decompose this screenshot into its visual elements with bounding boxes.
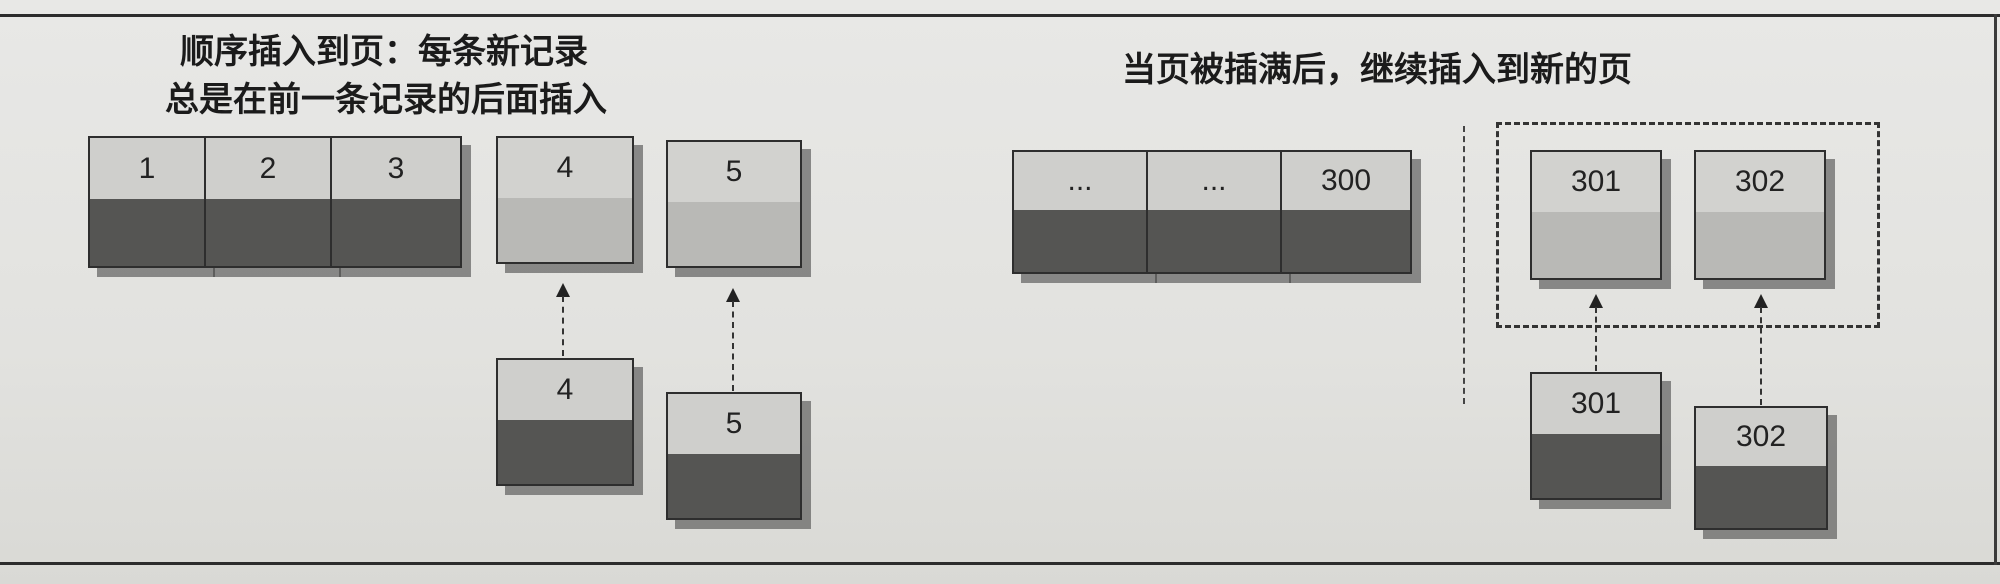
record-body bbox=[1282, 209, 1410, 272]
right-border bbox=[1994, 14, 1997, 565]
record-body bbox=[1148, 209, 1280, 272]
record-label: ... bbox=[1148, 152, 1280, 212]
incoming-record-5: 5 bbox=[666, 392, 802, 520]
arrow-up-icon bbox=[556, 283, 570, 297]
arrow-up-icon bbox=[1754, 294, 1768, 308]
record-label: 3 bbox=[332, 138, 460, 202]
record-label: 4 bbox=[498, 360, 632, 422]
record-body bbox=[332, 199, 460, 266]
record-body bbox=[206, 199, 330, 266]
record-body bbox=[668, 453, 800, 518]
record-label: 300 bbox=[1282, 152, 1410, 212]
arrow-line bbox=[1760, 307, 1764, 405]
incoming-record-302: 302 bbox=[1694, 406, 1828, 530]
record-cell: 1 bbox=[88, 136, 206, 268]
record-label: 301 bbox=[1532, 152, 1660, 215]
record-slot-5: 5 bbox=[666, 140, 802, 268]
incoming-record-301: 301 bbox=[1530, 372, 1662, 500]
record-label: 5 bbox=[668, 394, 800, 456]
incoming-record-4: 4 bbox=[496, 358, 634, 486]
record-cell: 2 bbox=[204, 136, 332, 268]
record-slot-4: 4 bbox=[496, 136, 634, 264]
top-border bbox=[0, 14, 2000, 17]
new-page-slot-302: 302 bbox=[1694, 150, 1826, 280]
record-body bbox=[1696, 465, 1826, 528]
record-body bbox=[1532, 433, 1660, 498]
bottom-border bbox=[0, 562, 2000, 565]
record-label: 1 bbox=[90, 138, 204, 202]
record-cell: 300 bbox=[1280, 150, 1412, 274]
record-cell: ... bbox=[1146, 150, 1282, 274]
record-body bbox=[498, 419, 632, 484]
record-body bbox=[1532, 212, 1660, 278]
record-body bbox=[668, 201, 800, 266]
record-cell: 3 bbox=[330, 136, 462, 268]
record-label: 302 bbox=[1696, 408, 1826, 468]
right-title: 当页被插满后，继续插入到新的页 bbox=[1122, 50, 1632, 90]
new-page bbox=[1496, 122, 1880, 328]
record-label: 301 bbox=[1532, 374, 1660, 436]
record-cell: ... bbox=[1012, 150, 1148, 274]
record-body bbox=[1696, 212, 1824, 278]
arrow-line bbox=[1595, 307, 1599, 371]
arrow-line bbox=[732, 301, 736, 391]
record-body bbox=[90, 199, 204, 266]
left-title-line1: 顺序插入到页：每条新记录 bbox=[180, 32, 588, 72]
record-label: ... bbox=[1014, 152, 1146, 212]
left-title-line2: 总是在前一条记录的后面插入 bbox=[165, 80, 607, 120]
record-label: 4 bbox=[498, 138, 632, 200]
record-label: 5 bbox=[668, 142, 800, 204]
arrow-up-icon bbox=[726, 288, 740, 302]
arrow-up-icon bbox=[1589, 294, 1603, 308]
new-page-slot-301: 301 bbox=[1530, 150, 1662, 280]
section-divider bbox=[1463, 126, 1465, 404]
record-label: 2 bbox=[206, 138, 330, 202]
record-body bbox=[498, 197, 632, 262]
record-body bbox=[1014, 209, 1146, 272]
record-label: 302 bbox=[1696, 152, 1824, 215]
arrow-line bbox=[562, 296, 566, 356]
